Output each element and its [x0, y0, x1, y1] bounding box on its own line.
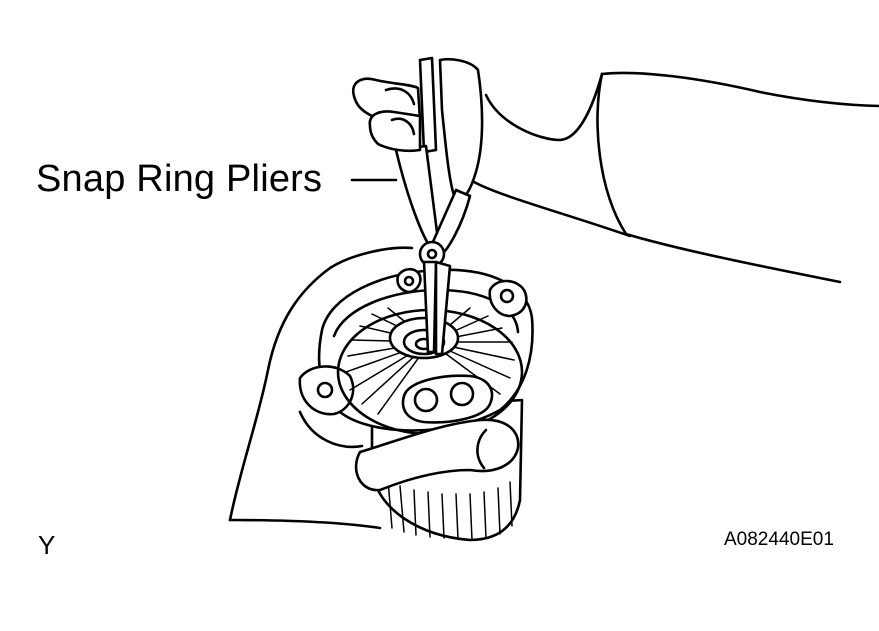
snap-ring-pliers	[350, 56, 484, 356]
right-hand-fingers	[351, 77, 422, 153]
figure-id: A082440E01	[724, 529, 834, 550]
snap-ring-pliers-label: Snap Ring Pliers	[36, 158, 323, 200]
view-mark: Y	[38, 530, 56, 560]
right-arm	[472, 71, 879, 284]
starter-housing	[298, 267, 534, 542]
left-hand	[228, 246, 520, 530]
